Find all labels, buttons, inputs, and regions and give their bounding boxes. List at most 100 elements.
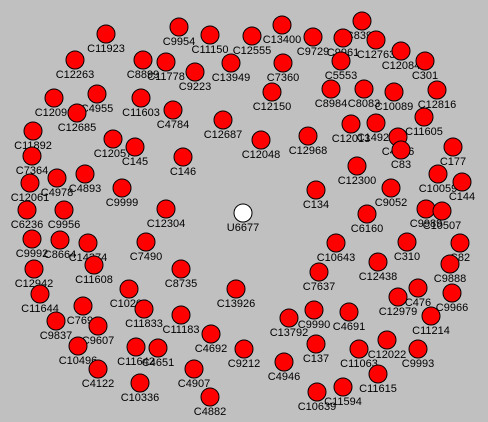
graph-node-circle[interactable] (88, 359, 108, 379)
graph-node[interactable]: C7637 (303, 262, 335, 293)
graph-node-circle[interactable] (126, 337, 146, 357)
graph-node-circle[interactable] (397, 232, 417, 252)
graph-node-circle[interactable] (307, 382, 327, 402)
graph-node[interactable]: C9888 (434, 254, 466, 285)
graph-node-circle[interactable] (226, 279, 246, 299)
graph-node-circle[interactable] (321, 79, 341, 99)
center-node-circle[interactable] (233, 203, 253, 223)
graph-node-circle[interactable] (432, 201, 452, 221)
graph-node-circle[interactable] (20, 173, 40, 193)
graph-node-circle[interactable] (23, 121, 43, 141)
graph-node[interactable]: C9990 (298, 300, 330, 331)
graph-node[interactable]: C8735 (165, 259, 197, 290)
graph-node-circle[interactable] (88, 316, 108, 336)
graph-node[interactable]: C9956 (48, 200, 80, 231)
graph-node-circle[interactable] (96, 24, 116, 44)
graph-node-circle[interactable] (421, 306, 441, 326)
graph-node-circle[interactable] (47, 168, 67, 188)
graph-node[interactable]: C12763 (357, 30, 396, 61)
graph-node[interactable]: C11615 (359, 364, 397, 395)
graph-node[interactable]: C8083 (348, 79, 380, 110)
graph-node[interactable]: C4691 (333, 302, 365, 333)
graph-node-circle[interactable] (408, 339, 428, 359)
graph-node-circle[interactable] (442, 283, 462, 303)
graph-node-circle[interactable] (416, 199, 436, 219)
graph-node[interactable]: C11063 (340, 339, 378, 370)
center-node[interactable]: U6677 (227, 203, 259, 234)
graph-node-circle[interactable] (391, 41, 411, 61)
graph-node-circle[interactable] (368, 252, 388, 272)
graph-node-circle[interactable] (272, 15, 292, 35)
graph-node[interactable]: C4784 (157, 100, 189, 131)
graph-node[interactable]: C11183 (163, 305, 200, 336)
graph-node-circle[interactable] (408, 278, 428, 298)
graph-node[interactable]: C310 (394, 232, 420, 263)
graph-node[interactable]: C13400 (263, 15, 302, 46)
graph-node-circle[interactable] (148, 338, 168, 358)
graph-node-circle[interactable] (368, 364, 388, 384)
graph-node[interactable]: C9966 (436, 283, 468, 314)
graph-node[interactable]: C8899 (127, 50, 159, 81)
graph-node-circle[interactable] (87, 84, 107, 104)
graph-node-circle[interactable] (24, 259, 44, 279)
graph-node[interactable]: C11214 (412, 306, 450, 337)
graph-node[interactable]: C12090 (35, 88, 74, 119)
graph-node[interactable]: C7364 (16, 146, 48, 177)
graph-node[interactable]: C7490 (130, 232, 162, 263)
graph-node[interactable]: C9607 (82, 316, 114, 347)
graph-node[interactable]: C177 (440, 137, 466, 168)
graph-node-circle[interactable] (391, 140, 411, 160)
graph-node-circle[interactable] (119, 279, 139, 299)
graph-node[interactable]: C4651 (142, 338, 174, 369)
graph-node[interactable]: C8984 (315, 79, 347, 110)
graph-node[interactable]: C13949 (212, 53, 251, 84)
graph-node[interactable]: C12263 (56, 50, 95, 81)
graph-node-circle[interactable] (75, 164, 95, 184)
graph-node[interactable]: C137 (303, 334, 329, 365)
graph-node[interactable]: C9729 (297, 27, 329, 58)
graph-node[interactable]: C9837 (40, 311, 72, 342)
graph-node[interactable]: C9999 (106, 178, 138, 209)
graph-node[interactable]: C11833 (125, 299, 163, 330)
graph-node[interactable]: C10496 (59, 336, 98, 367)
graph-node-circle[interactable] (221, 53, 241, 73)
graph-node-circle[interactable] (440, 254, 460, 274)
graph-node-circle[interactable] (130, 373, 150, 393)
graph-node-circle[interactable] (22, 146, 42, 166)
graph-node[interactable]: C11594 (324, 377, 362, 408)
graph-node[interactable]: C5553 (325, 51, 357, 82)
graph-node-circle[interactable] (169, 17, 189, 37)
graph-node-circle[interactable] (68, 336, 88, 356)
graph-node-circle[interactable] (242, 26, 262, 46)
graph-node-circle[interactable] (173, 147, 193, 167)
graph-node-circle[interactable] (17, 200, 37, 220)
graph-node-circle[interactable] (306, 334, 326, 354)
graph-node[interactable]: C9993 (402, 339, 434, 370)
graph-node-circle[interactable] (200, 25, 220, 45)
graph-node[interactable]: C13926 (217, 279, 256, 310)
graph-node[interactable]: C83 (391, 140, 411, 171)
graph-node[interactable]: C11923 (87, 24, 125, 55)
graph-node[interactable]: C11605 (405, 107, 443, 138)
graph-node[interactable]: C12979 (379, 287, 418, 318)
graph-node-circle[interactable] (427, 80, 447, 100)
graph-node-circle[interactable] (67, 103, 87, 123)
graph-node[interactable]: C4978 (41, 168, 73, 199)
graph-node-circle[interactable] (30, 284, 50, 304)
graph-node[interactable]: C4946 (268, 352, 300, 383)
graph-node-circle[interactable] (309, 262, 329, 282)
graph-node[interactable]: C12013 (332, 114, 371, 145)
graph-node[interactable]: C10089 (375, 82, 414, 113)
graph-node[interactable]: C10643 (317, 233, 356, 264)
graph-node-circle[interactable] (171, 259, 191, 279)
graph-node-circle[interactable] (326, 233, 346, 253)
graph-node-circle[interactable] (84, 255, 104, 275)
graph-node-circle[interactable] (388, 287, 408, 307)
graph-node[interactable]: C10336 (121, 373, 160, 404)
graph-node[interactable]: C4122 (82, 359, 114, 390)
graph-node-circle[interactable] (443, 137, 463, 157)
graph-node-circle[interactable] (22, 229, 42, 249)
graph-node[interactable]: C12022 (368, 330, 407, 361)
graph-node-circle[interactable] (384, 82, 404, 102)
graph-node[interactable]: C12048 (242, 130, 281, 161)
